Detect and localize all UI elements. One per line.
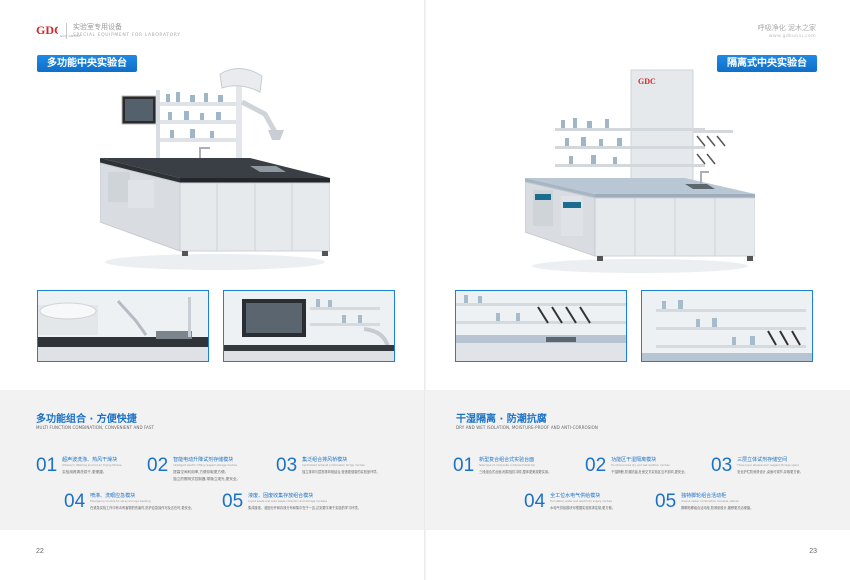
feature-title: 超声波洗涤、热风干燥块 xyxy=(62,457,118,463)
book-spine xyxy=(424,0,426,580)
feature-number: 02 xyxy=(585,455,607,476)
feature-desc: 安全护栏防侧滑设计,桌面可调节,存取更方便。 xyxy=(737,470,803,474)
page-number: 22 xyxy=(36,548,44,555)
feature-title: 液废、固废收集存放组合模块 xyxy=(248,493,314,499)
product-title-pill: 隔离式中央实验台 xyxy=(717,55,817,72)
feature-item: 05 液废、固废收集存放组合模块 Liquid waste and solid … xyxy=(222,492,361,511)
feature-item: 04 喷淋、洗眼应急模块 Emergency module for spray … xyxy=(64,492,194,511)
feature-title: 三层立体试剂存储空间 xyxy=(737,457,788,463)
feature-number: 04 xyxy=(64,491,86,512)
feature-desc: 集成废液、液固分开和存放分布和集中在于一边,达到更平便于实验的学习环境。 xyxy=(248,506,361,510)
feature-desc: 脚脚拓移组合活动柜,防倾倒设计,搬移更灵活便捷。 xyxy=(681,506,754,510)
feature-desc: 实验用具清洗烘干,更便捷。 xyxy=(62,470,107,474)
feature-number: 02 xyxy=(147,455,169,476)
brand-divider xyxy=(66,23,67,39)
feature-en: Three layer stereoscopic reagent storage… xyxy=(737,464,800,467)
feature-en: Unique caster combination movable cabine… xyxy=(681,500,739,503)
multifunction-bench-image xyxy=(100,68,330,270)
feature-number: 03 xyxy=(711,455,733,476)
feature-number: 05 xyxy=(222,491,244,512)
feature-desc: 独立排风与层视排风相结合,营造更健康的实验室环境。 xyxy=(302,470,380,474)
detail-thumbnail-sink xyxy=(37,290,209,362)
feature-title: 喷淋、洗眼应急模块 xyxy=(90,493,136,499)
gdc-logo-text: GDC xyxy=(36,23,58,37)
section-title: 多功能组合 · 方便快捷 xyxy=(36,414,137,425)
feature-en: New type of composite combined table top xyxy=(479,464,536,467)
feature-en: Centralized exhaust combination bridge m… xyxy=(302,464,365,467)
right-page: 呼吸净化 泥木之家 www.gdkuniu.com 隔离式中央实验台 GDC xyxy=(425,0,850,580)
section-subtitle: DRY AND WET ISOLATION, MOISTURE-PROOF AN… xyxy=(456,425,598,430)
feature-title: 集泛组合排风桥模块 xyxy=(302,457,348,463)
feature-item: 02 智能电动升降试剂存储模块 Intelligent electric lif… xyxy=(147,456,240,482)
feature-en: Full station water and electricity suppl… xyxy=(550,500,612,503)
page-number: 23 xyxy=(809,548,817,555)
feature-item: 05 独特脚轮组合活动柜 Unique caster combination m… xyxy=(655,492,753,511)
section-subtitle: MULTI FUNCTION COMBINATION, CONVENIENT A… xyxy=(36,425,155,430)
feature-item: 04 全工位水电气供给模块 Full station water and ele… xyxy=(524,492,615,511)
feature-en: Liquid waste and solid waste collection … xyxy=(248,500,328,503)
feature-desc: 三段组合式台面,耐腐蚀抗冲撞,整体更美观更实用。 xyxy=(479,470,552,474)
product-title-pill: 多功能中央实验台 xyxy=(37,55,137,72)
feature-number: 05 xyxy=(655,491,677,512)
detail-thumbnail-shelves xyxy=(641,290,813,362)
feature-desc: 水电气供给模块可根据实验需求定制,更方便。 xyxy=(550,506,615,510)
tagline-cn: 呼吸净化 泥木之家 xyxy=(757,24,816,32)
feature-number: 01 xyxy=(453,455,475,476)
logo-subtitle: GDC GROUP xyxy=(60,34,81,38)
left-page: GDC GDC GROUP 实验室专用设备 SPECIAL EQUIPMENT … xyxy=(0,22,425,555)
brand-name-cn: 实验室专用设备 xyxy=(73,23,122,31)
detail-thumbnail-monitor xyxy=(223,290,395,362)
isolated-bench-image: GDC xyxy=(525,69,755,273)
brand-header: GDC GDC GROUP 实验室专用设备 SPECIAL EQUIPMENT … xyxy=(36,22,181,40)
feature-item: 01 新型复合组合式实验台面 New type of composite com… xyxy=(453,456,551,475)
feature-band-left: 多功能组合 · 方便快捷 MULTI FUNCTION COMBINATION,… xyxy=(0,390,425,530)
tagline: 呼吸净化 泥木之家 www.gdkuniu.com xyxy=(758,24,816,40)
feature-item: 03 三层立体试剂存储空间 Three layer stereoscopic r… xyxy=(711,456,803,475)
feature-title: 独特脚轮组合活动柜 xyxy=(681,493,727,499)
gdc-logo: GDC GDC GROUP xyxy=(36,22,80,40)
feature-desc: 独立的照明式控制器,带隐立观光,更安全。 xyxy=(173,477,241,481)
panel-logo-text: GDC xyxy=(638,77,656,86)
feature-title: 新型复合组合式实验台面 xyxy=(479,457,535,463)
feature-number: 03 xyxy=(276,455,298,476)
feature-title: 功能区干湿隔离模块 xyxy=(611,457,657,463)
feature-item: 02 功能区干湿隔离模块 Functional area dry and wet… xyxy=(585,456,688,475)
feature-desc: 提高空间利用率,方便存取更方便。 xyxy=(173,470,229,474)
feature-en: Intelligent electric lifting reagent sto… xyxy=(173,464,237,467)
feature-desc: 在紧急实验工作中有毒有害物的伤害时,防护应急操作可及达在时,更安全。 xyxy=(90,506,195,510)
feature-title: 智能电动升降试剂存储模块 xyxy=(173,457,234,463)
tagline-website: www.gdkuniu.com xyxy=(768,34,816,39)
feature-title: 全工位水电气供给模块 xyxy=(550,493,601,499)
feature-en: Ultrasonic Washing and hot air Drying Mo… xyxy=(62,464,122,467)
section-title: 干湿隔离 · 防潮抗腐 xyxy=(456,414,547,425)
feature-band-right: 干湿隔离 · 防潮抗腐 DRY AND WET ISOLATION, MOIST… xyxy=(425,390,850,530)
feature-number: 01 xyxy=(36,455,58,476)
detail-thumbnail-rack xyxy=(455,290,627,362)
feature-item: 01 超声波洗涤、热风干燥块 Ultrasonic Washing and ho… xyxy=(36,456,122,475)
feature-desc: 干湿隔断,防潮抗菌,杜绝交叉实验区互不影响,更安全。 xyxy=(611,470,688,474)
feature-number: 04 xyxy=(524,491,546,512)
feature-en: Emergency module for spray and eye washi… xyxy=(90,500,151,503)
brand-name-en: SPECIAL EQUIPMENT FOR LABORATORY xyxy=(73,33,181,38)
feature-en: Functional area dry and wet isolation mo… xyxy=(611,464,670,467)
feature-item: 03 集泛组合排风桥模块 Centralized exhaust combina… xyxy=(276,456,380,475)
